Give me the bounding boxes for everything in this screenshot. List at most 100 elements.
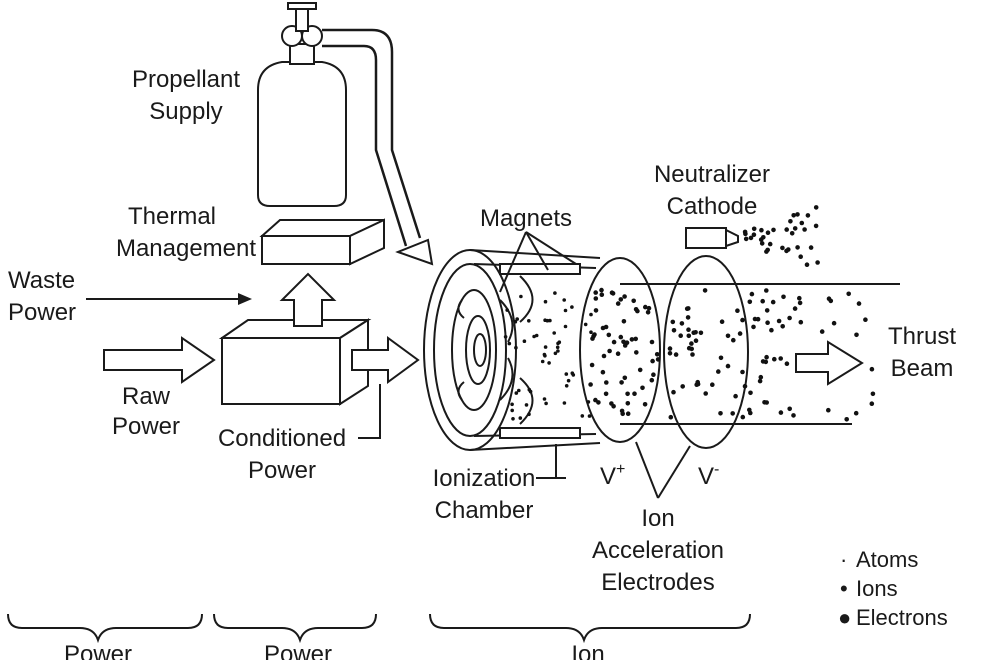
particle-dot <box>633 336 638 342</box>
particle-dot <box>543 345 548 349</box>
particle-dot <box>622 294 627 299</box>
particle-dot <box>764 288 769 293</box>
particle-dot <box>599 292 605 298</box>
bracket-label-power-2: Power <box>264 641 332 660</box>
raw-power-label-1: Raw <box>122 383 171 410</box>
particle-dot <box>789 231 795 236</box>
particle-dot <box>522 339 527 344</box>
particle-dot <box>784 361 790 367</box>
particle-dot <box>586 400 591 404</box>
particle-dot <box>507 341 512 346</box>
particle-dot <box>588 382 593 387</box>
particle-dot <box>679 321 685 326</box>
particle-dot <box>719 319 725 325</box>
particle-dot <box>611 339 617 345</box>
particle-dot <box>760 359 766 364</box>
particle-dot <box>510 402 514 407</box>
particle-dot <box>632 391 637 397</box>
particle-dot <box>802 227 807 232</box>
particle-dot <box>742 383 748 389</box>
particle-dot <box>772 356 777 362</box>
particle-dot <box>776 318 782 324</box>
particle-dot <box>563 308 568 313</box>
particle-dot <box>615 301 621 306</box>
particle-dot <box>718 355 724 361</box>
particle-dot <box>542 397 547 401</box>
particle-dot <box>544 401 548 406</box>
bottom-braces <box>7 613 751 644</box>
particle-dot <box>764 354 769 360</box>
particle-dot <box>562 298 566 302</box>
particle-dot <box>643 304 648 310</box>
particle-dot <box>622 375 628 381</box>
particle-dot <box>702 288 708 293</box>
particle-dot <box>678 333 683 339</box>
legend-atoms-symbol: · <box>840 547 847 572</box>
particle-dot <box>819 329 825 334</box>
particle-dot <box>703 391 708 396</box>
particle-dot <box>758 374 764 380</box>
conditioned-power-label-1: Conditioned <box>218 425 346 452</box>
particle-dot <box>532 334 536 339</box>
particle-dot <box>670 319 676 325</box>
particle-dot <box>553 351 558 356</box>
particle-dot <box>610 291 616 296</box>
particle-dot <box>749 291 755 297</box>
particle-dot <box>826 407 831 413</box>
thermal-management-label-1: Thermal <box>128 203 216 230</box>
particle-dot <box>625 411 631 417</box>
particle-dot <box>869 401 875 407</box>
particle-dot <box>570 371 575 376</box>
particle-dot <box>695 379 700 385</box>
particle-dot <box>524 403 529 407</box>
particle-dot <box>856 301 862 306</box>
particle-dot <box>748 235 754 241</box>
particle-dot <box>844 417 849 422</box>
neutralizer-cathode-label-2: Cathode <box>667 193 758 220</box>
particle-dot <box>808 245 814 250</box>
particle-dot <box>619 380 624 385</box>
particle-dot <box>748 390 753 396</box>
legend: · Atoms • Ions ● Electrons <box>838 547 948 630</box>
legend-electrons-symbol: ● <box>838 605 851 630</box>
particle-dot <box>589 312 593 317</box>
particle-dot <box>655 357 661 362</box>
particle-dot <box>767 241 773 247</box>
legend-electrons-label: Electrons <box>856 605 948 630</box>
particle-dot <box>566 378 571 383</box>
particle-dot <box>556 349 560 353</box>
conditioned-power-leader <box>358 384 381 439</box>
particle-dot <box>645 310 651 315</box>
waste-power-arrow <box>86 293 252 305</box>
particle-dot <box>740 317 745 323</box>
particle-dot <box>828 298 834 304</box>
particle-dot <box>631 298 636 304</box>
particle-dot <box>815 260 820 265</box>
particle-dot <box>625 401 631 406</box>
particle-dot <box>784 248 789 254</box>
particle-dot <box>743 236 749 242</box>
particle-dot <box>747 299 753 305</box>
thermal-management-box <box>259 218 385 266</box>
particle-dot <box>747 407 752 413</box>
magnets-label: Magnets <box>480 205 572 232</box>
particle-dot <box>511 417 515 421</box>
particle-dot <box>514 391 519 395</box>
particle-dot <box>733 393 738 399</box>
particle-dot <box>854 332 859 338</box>
particle-dot <box>795 245 800 250</box>
particle-dot <box>618 297 624 302</box>
particle-dot <box>564 384 569 388</box>
particle-dot <box>593 296 599 301</box>
particle-dot <box>765 320 770 326</box>
particle-dot <box>673 352 679 357</box>
particle-dot <box>769 327 774 333</box>
particle-dot <box>625 391 630 397</box>
neutralizer-cathode-label-1: Neutralizer <box>654 161 770 188</box>
particle-dot <box>755 316 761 322</box>
conditioned-power-label-2: Power <box>248 457 316 484</box>
particle-dot <box>737 331 743 336</box>
particle-dot <box>771 227 776 233</box>
particle-dot <box>651 372 656 378</box>
